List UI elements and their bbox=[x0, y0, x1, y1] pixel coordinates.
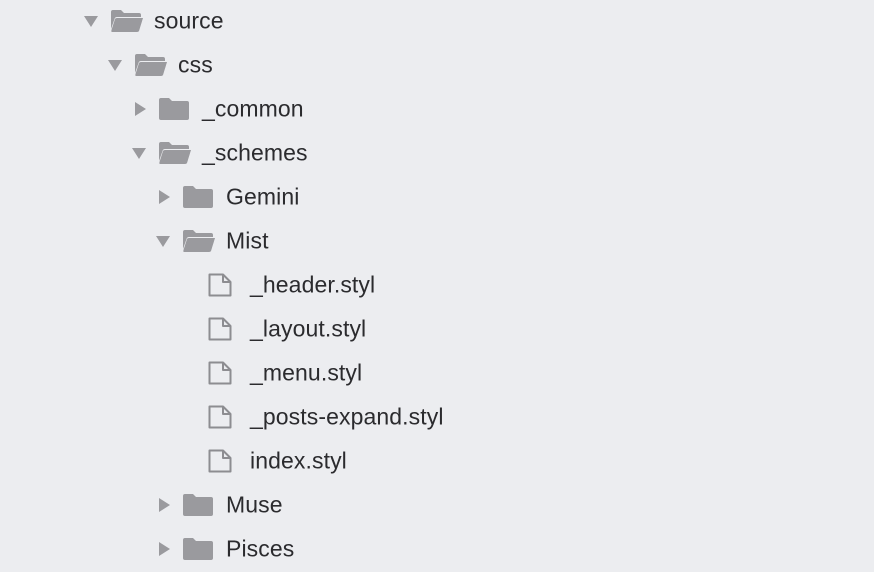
chevron-right-icon[interactable] bbox=[157, 542, 171, 556]
file-icon bbox=[208, 405, 236, 429]
tree-row-source[interactable]: source bbox=[0, 0, 874, 43]
tree-row-label: _posts-expand.styl bbox=[250, 403, 444, 430]
tree-row-label: _layout.styl bbox=[250, 315, 367, 342]
tree-row-schemes[interactable]: _schemes bbox=[0, 131, 874, 175]
folder-open-icon bbox=[134, 53, 168, 77]
tree-row-file[interactable]: index.styl bbox=[0, 439, 874, 483]
folder-open-icon bbox=[110, 9, 144, 33]
tree-row-label: Gemini bbox=[226, 183, 300, 210]
folder-closed-icon bbox=[182, 537, 216, 561]
tree-row-label: _header.styl bbox=[250, 271, 376, 298]
chevron-down-icon[interactable] bbox=[156, 234, 170, 248]
tree-row-label: _schemes bbox=[202, 139, 308, 166]
file-icon bbox=[208, 449, 236, 473]
tree-row-label: Muse bbox=[226, 491, 283, 518]
tree-row-label: _common bbox=[202, 95, 304, 122]
tree-row-file[interactable]: _layout.styl bbox=[0, 307, 874, 351]
tree-row-common[interactable]: _common bbox=[0, 87, 874, 131]
chevron-down-icon[interactable] bbox=[108, 58, 122, 72]
file-icon bbox=[208, 273, 236, 297]
folder-open-icon bbox=[182, 229, 216, 253]
tree-row-label: Pisces bbox=[226, 535, 295, 562]
tree-row-pisces[interactable]: Pisces bbox=[0, 527, 874, 571]
tree-row-gemini[interactable]: Gemini bbox=[0, 175, 874, 219]
tree-row-label: css bbox=[178, 51, 213, 78]
tree-row-css[interactable]: css bbox=[0, 43, 874, 87]
file-icon bbox=[208, 317, 236, 341]
tree-row-label: Mist bbox=[226, 227, 269, 254]
tree-row-mist[interactable]: Mist bbox=[0, 219, 874, 263]
tree-row-muse[interactable]: Muse bbox=[0, 483, 874, 527]
tree-row-file[interactable]: _header.styl bbox=[0, 263, 874, 307]
file-icon bbox=[208, 361, 236, 385]
chevron-right-icon[interactable] bbox=[133, 102, 147, 116]
tree-row-label: _menu.styl bbox=[250, 359, 363, 386]
tree-row-label: source bbox=[154, 7, 224, 34]
chevron-right-icon[interactable] bbox=[157, 190, 171, 204]
folder-open-icon bbox=[158, 141, 192, 165]
chevron-down-icon[interactable] bbox=[84, 14, 98, 28]
folder-closed-icon bbox=[158, 97, 192, 121]
folder-closed-icon bbox=[182, 185, 216, 209]
tree-row-file[interactable]: _posts-expand.styl bbox=[0, 395, 874, 439]
folder-closed-icon bbox=[182, 493, 216, 517]
tree-row-label: index.styl bbox=[250, 447, 347, 474]
tree-row-file[interactable]: _menu.styl bbox=[0, 351, 874, 395]
chevron-down-icon[interactable] bbox=[132, 146, 146, 160]
chevron-right-icon[interactable] bbox=[157, 498, 171, 512]
